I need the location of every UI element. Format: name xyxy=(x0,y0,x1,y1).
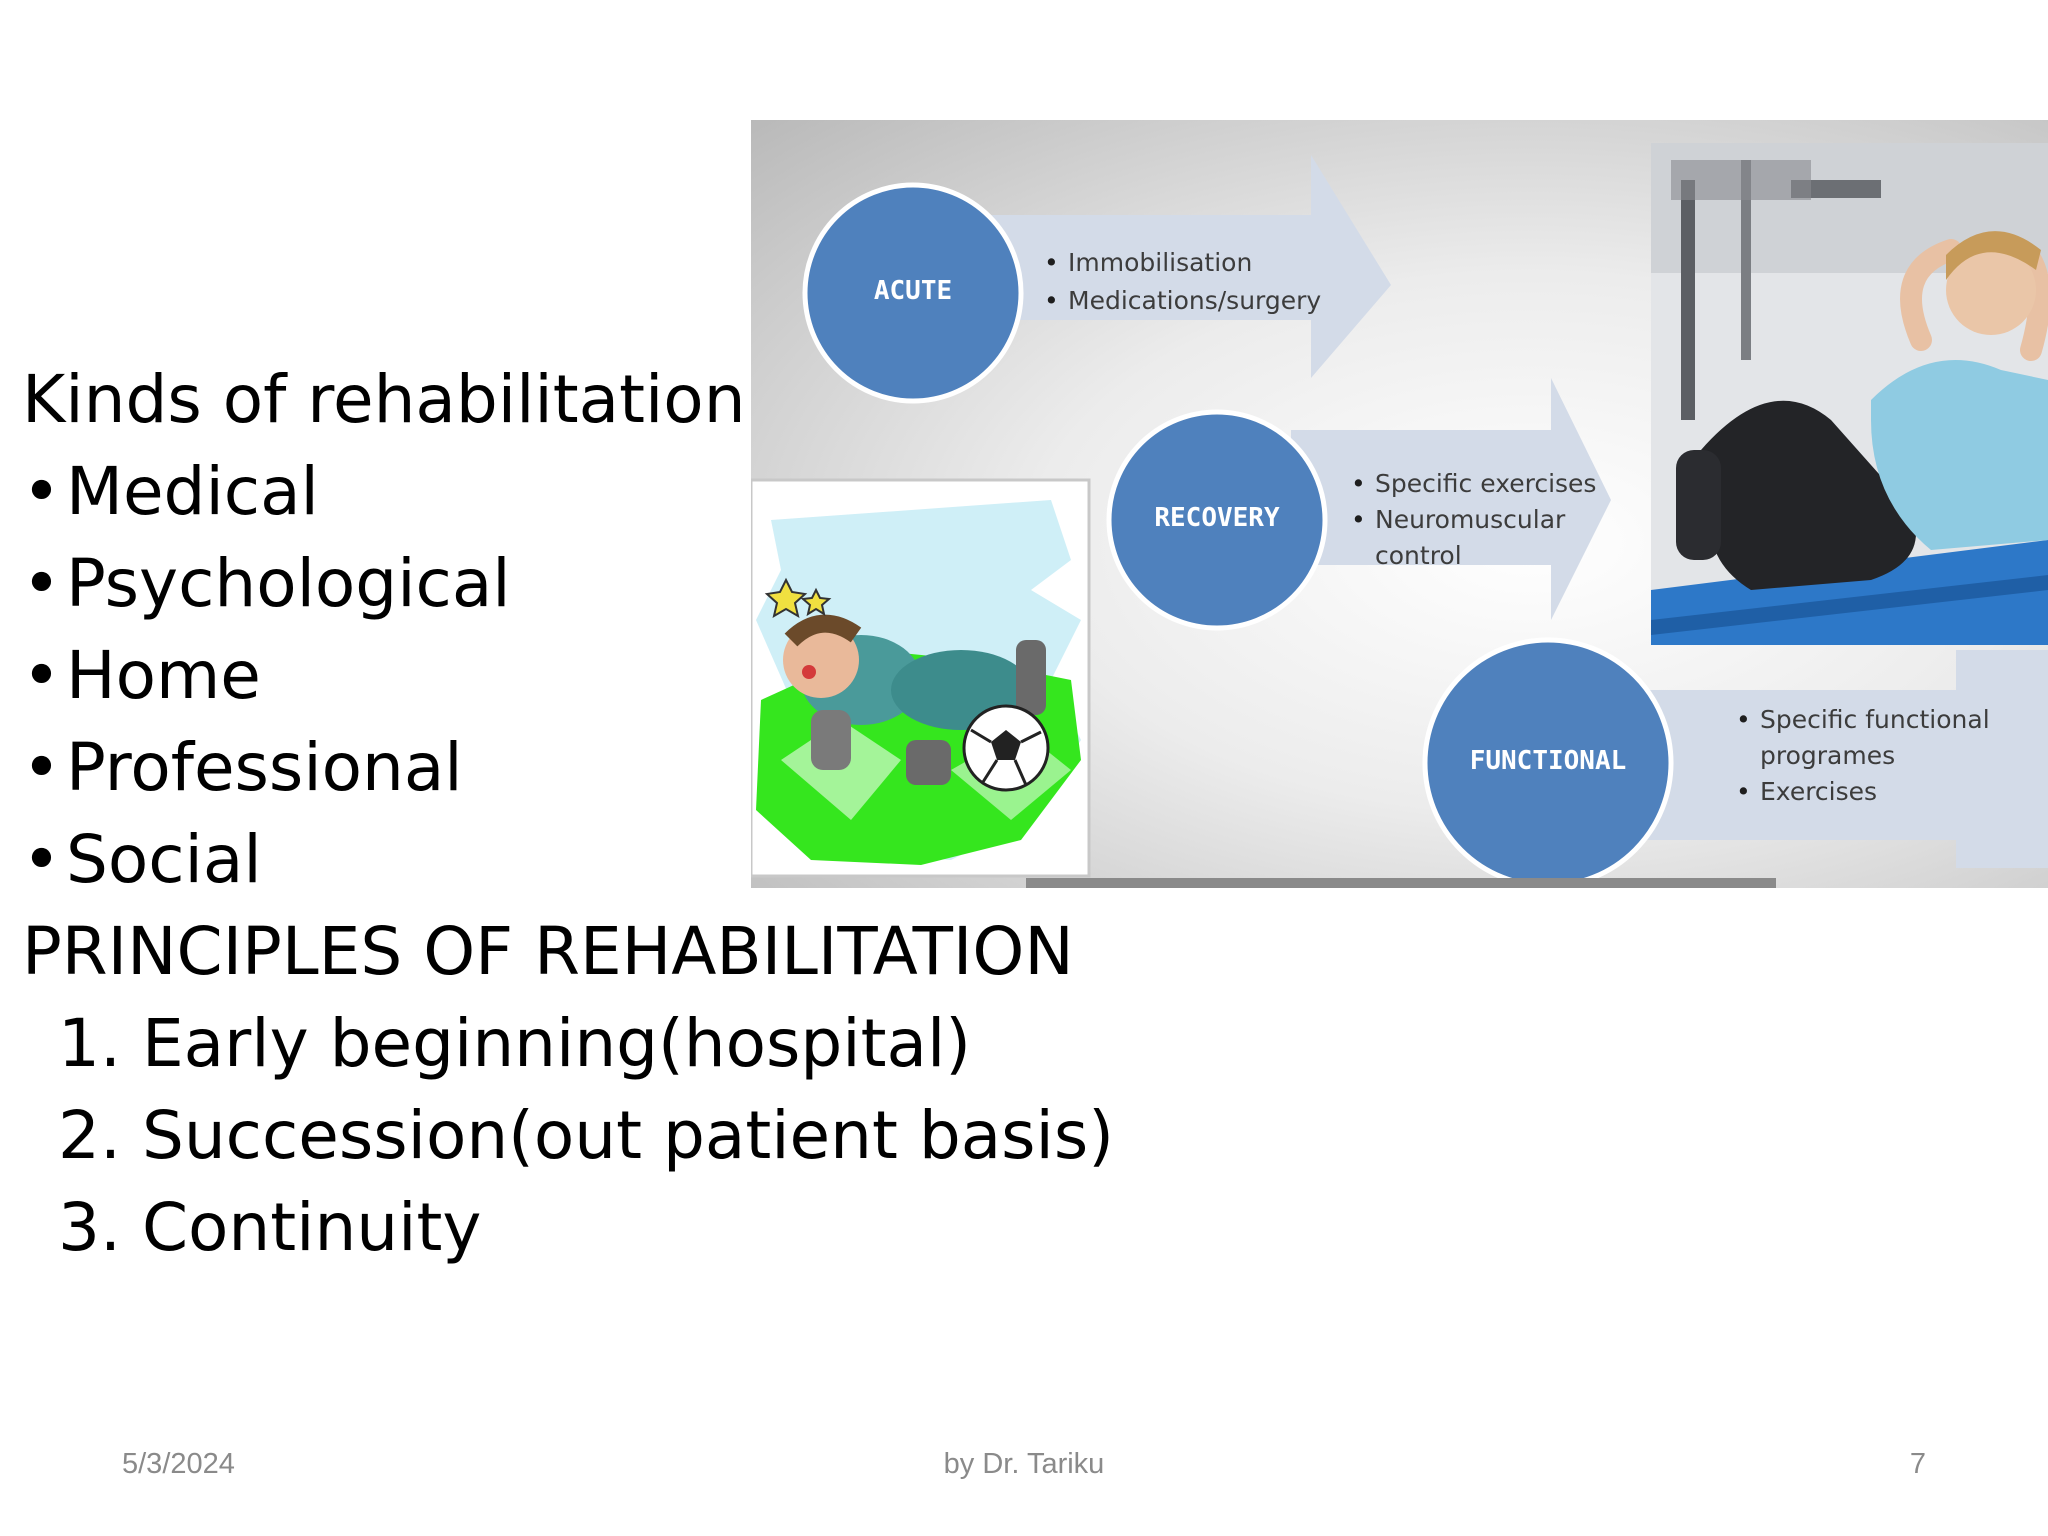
bullet-icon: • xyxy=(22,637,61,714)
functional-items: Specific functional programes Exercises xyxy=(1736,702,1990,810)
recovery-item: Neuromuscular xyxy=(1351,502,1596,538)
page-number: 7 xyxy=(1909,1448,1926,1480)
acute-items: Immobilisation Medications/surgery xyxy=(1044,244,1321,320)
kind-item: •Professional xyxy=(22,722,1222,814)
acute-item: Medications/surgery xyxy=(1044,282,1321,320)
exercise-photo xyxy=(1651,143,2048,645)
injured-player-illustration xyxy=(751,478,1091,878)
kind-label: Psychological xyxy=(66,545,511,622)
kind-label: Home xyxy=(66,637,261,714)
acute-label: ACUTE xyxy=(873,276,953,306)
recovery-circle xyxy=(1106,409,1328,631)
principle-item: 1. Early beginning(hospital) xyxy=(58,1005,972,1082)
bullet-icon: • xyxy=(22,821,61,898)
acute-circle xyxy=(802,182,1024,404)
recovery-item: Specific exercises xyxy=(1351,466,1596,502)
footer-author: by Dr. Tariku xyxy=(943,1448,1105,1480)
kinds-heading: Kinds of rehabilitation xyxy=(22,361,746,438)
recovery-items: Specific exercises Neuromuscular control xyxy=(1351,466,1596,574)
principles-heading: PRINCIPLES OF REHABILITATION xyxy=(22,913,1074,990)
kind-label: Medical xyxy=(66,453,319,530)
bullet-icon: • xyxy=(22,545,61,622)
kind-label: Professional xyxy=(66,729,463,806)
kind-label: Social xyxy=(66,821,262,898)
recovery-label: RECOVERY xyxy=(1154,503,1280,533)
recovery-item: control xyxy=(1375,541,1462,570)
footer-date: 5/3/2024 xyxy=(122,1448,235,1480)
kind-item: •Social xyxy=(22,814,1222,906)
kind-item: •Home xyxy=(22,630,1222,722)
bullet-icon: • xyxy=(22,453,61,530)
kind-item: •Psychological xyxy=(22,538,1222,630)
functional-item: Specific functional xyxy=(1736,702,1990,738)
principle-item: 2. Succession(out patient basis) xyxy=(58,1097,1115,1174)
functional-label: FUNCTIONAL xyxy=(1469,746,1627,776)
rehab-phases-figure: ACUTE RECOVERY FUNCTIONAL Immobilisation… xyxy=(751,120,2048,888)
kind-item: •Medical xyxy=(22,446,1222,538)
functional-item: programes xyxy=(1760,741,1896,770)
slide-body: Kinds of rehabilitation •Medical •Psycho… xyxy=(22,354,1222,1274)
bullet-icon: • xyxy=(22,729,61,806)
acute-item: Immobilisation xyxy=(1044,244,1321,282)
phase-flow-graphic xyxy=(751,143,2048,888)
functional-item: Exercises xyxy=(1736,774,1990,810)
principle-item: 3. Continuity xyxy=(58,1189,482,1266)
figure-shadow xyxy=(1026,878,1776,888)
